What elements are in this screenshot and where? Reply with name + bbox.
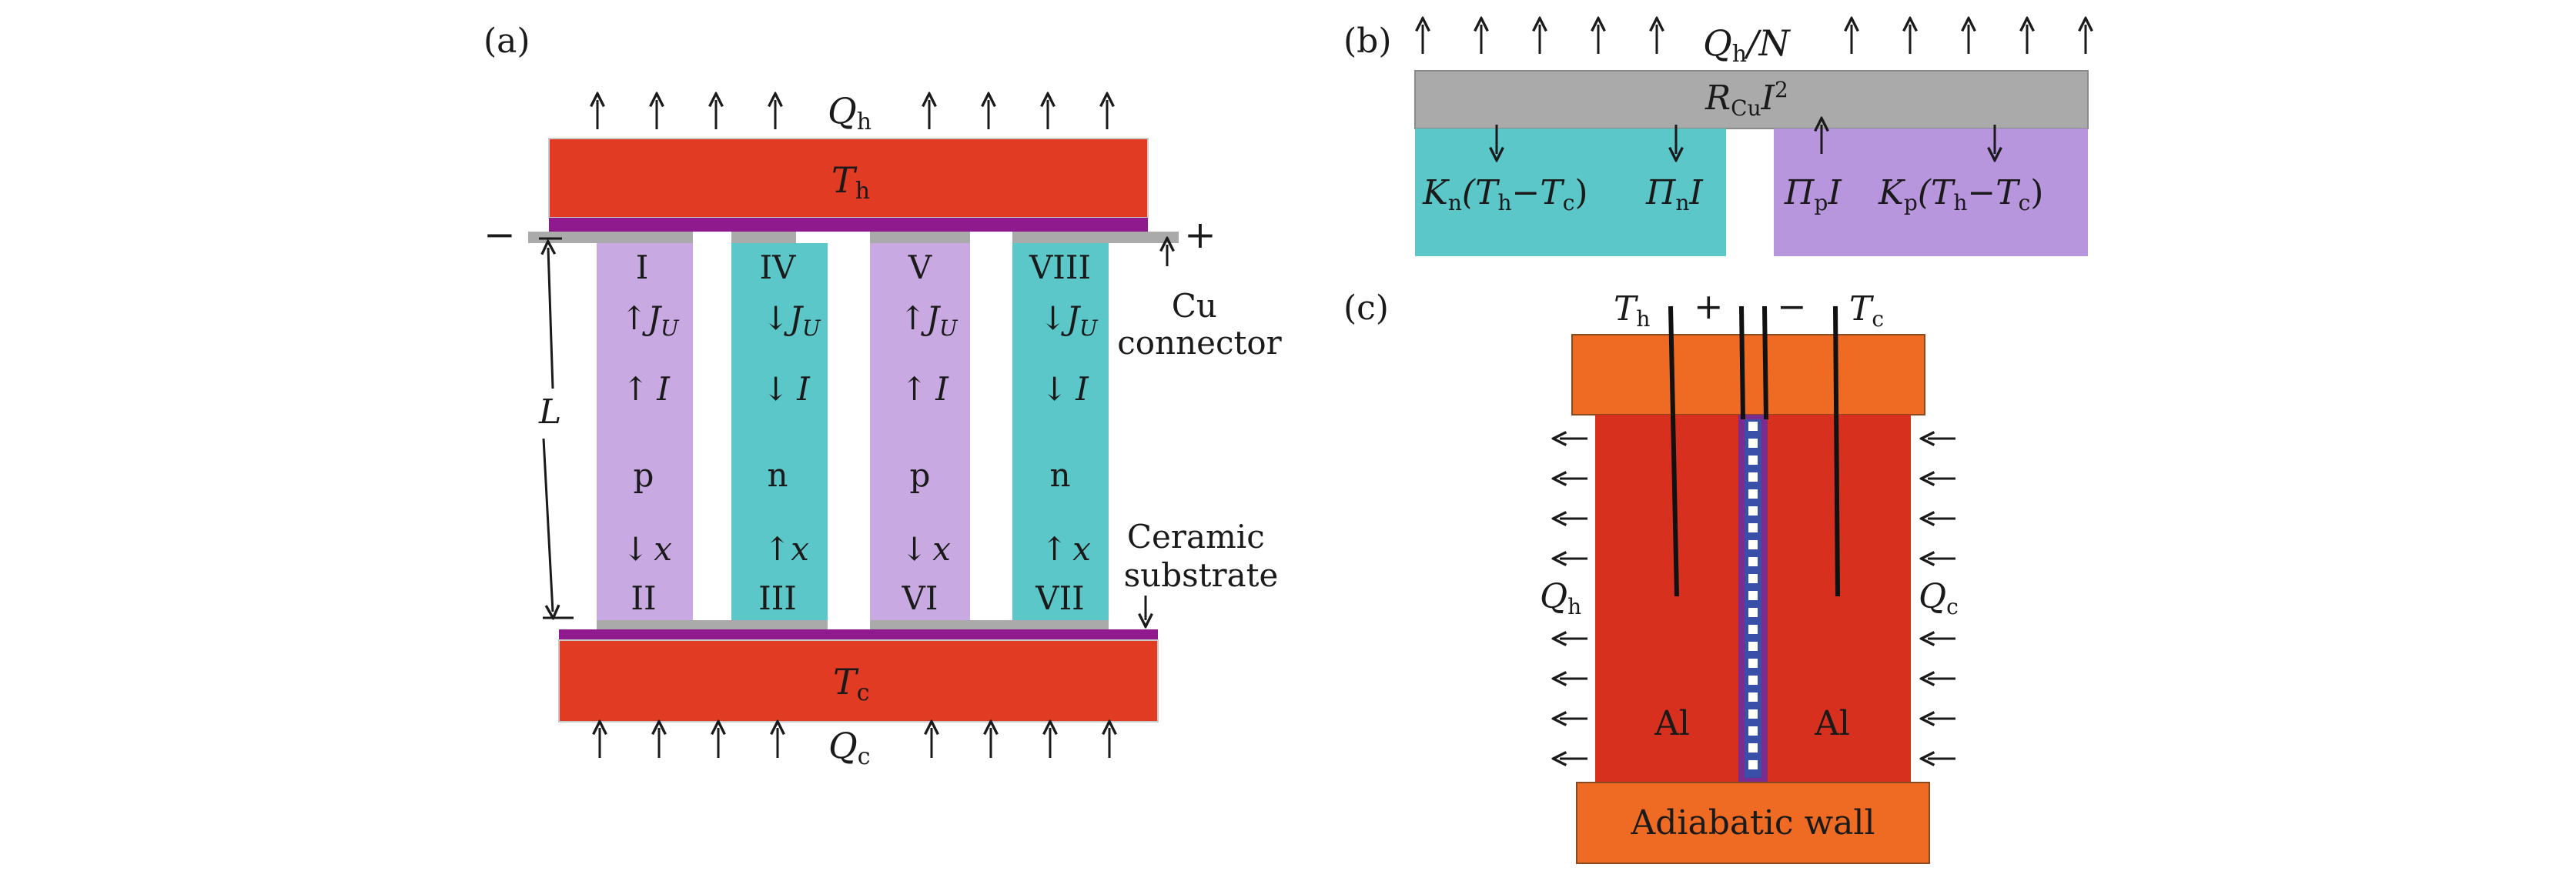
leg-3-type: p xyxy=(910,456,931,494)
ceramic-substrate-label: Ceramic substrate xyxy=(1124,518,1279,594)
cold-ceramic-plate xyxy=(558,639,1159,722)
aluminum-block-left xyxy=(1595,415,1738,783)
al-left-label: Al xyxy=(1654,704,1690,743)
q-hot-label: Qh xyxy=(828,90,871,135)
t-cold-label: Tc xyxy=(833,661,870,706)
panel-c-label: (c) xyxy=(1343,289,1389,328)
minus-lead-label: − xyxy=(1777,285,1807,327)
leg-1-top-label: I xyxy=(636,249,649,286)
leg-2-bottom-label: III xyxy=(758,579,797,617)
heat-arrows-right xyxy=(1928,439,1955,759)
leg-2-current: ↓I xyxy=(762,370,811,408)
panel-a-label: (a) xyxy=(483,22,530,61)
al-right-label: Al xyxy=(1814,704,1850,743)
heat-out-arrows-top xyxy=(597,100,1107,129)
panel-a: (a) Qh Th − + I ↑JU xyxy=(483,22,1283,770)
length-label: L xyxy=(538,392,561,432)
p-leg-block xyxy=(1774,128,2088,256)
n-conduction-label: Kn(Th−Tc) xyxy=(1422,173,1588,215)
p-conduction-label: Kp(Th−Tc) xyxy=(1878,173,2043,215)
leg-4-labels: VIII ↓JU ↓I n ↑x VII xyxy=(1029,249,1099,617)
leg-4-top-label: VIII xyxy=(1029,249,1091,286)
leg-3-labels: V ↑JU ↑I p ↓x VI xyxy=(899,249,958,617)
leg-1-type: p xyxy=(634,456,654,494)
leg-2-labels: IV ↓JU ↓I n ↑x III xyxy=(758,249,821,617)
leg-p-2 xyxy=(870,243,970,620)
t-hot-probe-label: Th xyxy=(1614,289,1650,332)
leg-2-x: ↑x xyxy=(764,530,809,568)
length-dimension xyxy=(539,237,574,618)
leg-2-ju: ↓JU xyxy=(762,299,821,341)
top-adiabatic-cap xyxy=(1571,334,1925,415)
q-per-n-label: Qh/N xyxy=(1703,22,1791,68)
t-hot-label: Th xyxy=(831,159,870,205)
leg-2-type: n xyxy=(767,456,788,494)
minus-terminal: − xyxy=(483,212,516,257)
panel-b-label: (b) xyxy=(1343,22,1392,61)
leg-4-type: n xyxy=(1049,456,1070,494)
plus-terminal: + xyxy=(1184,212,1216,257)
leg-1-ju: ↑JU xyxy=(621,299,680,341)
leg-4-x: ↑x xyxy=(1041,530,1091,568)
heat-arrows-left xyxy=(1560,439,1587,759)
leg-4-current: ↓I xyxy=(1041,370,1089,408)
leg-3-top-label: V xyxy=(908,249,932,286)
leg-1-bottom-label: II xyxy=(631,579,656,617)
leg-1-x: ↓x xyxy=(622,530,672,568)
n-peltier-label: ΠnI xyxy=(1645,173,1704,215)
hot-substrate-strip xyxy=(549,218,1148,232)
cu-connector-top-4 xyxy=(1012,232,1179,243)
q-hot-side-label: Qh xyxy=(1540,577,1581,619)
leg-2-top-label: IV xyxy=(760,249,797,286)
adiabatic-wall-label: Adiabatic wall xyxy=(1630,803,1875,843)
leg-4-bottom-label: VII xyxy=(1035,579,1085,617)
cu-connector-top-3 xyxy=(870,232,970,243)
plus-lead-label: + xyxy=(1694,285,1724,327)
leg-1-labels: I ↑JU ↑I p ↓x II xyxy=(621,249,680,617)
cu-connector-top-2 xyxy=(731,232,796,243)
hot-ceramic-plate xyxy=(548,138,1149,219)
t-cold-probe-label: Tc xyxy=(1849,289,1884,332)
leg-3-x: ↓x xyxy=(901,530,951,568)
aluminum-block-right xyxy=(1768,415,1911,783)
leg-3-current: ↑I xyxy=(901,370,949,408)
leg-n-1 xyxy=(731,243,828,620)
joule-heat-label: RCuI2 xyxy=(1705,77,1788,121)
panel-b: (b) Qh/N RCuI2 Kn(Th−Tc) ΠnI ΠpI Kp(Th xyxy=(1343,22,2088,256)
cu-connector-bottom-1 xyxy=(597,620,828,629)
leg-3-bottom-label: VI xyxy=(902,579,938,617)
cold-substrate-strip xyxy=(559,629,1158,640)
leg-4-ju: ↓JU xyxy=(1039,299,1099,341)
leg-n-2 xyxy=(1012,243,1109,620)
q-cold-side-label: Qc xyxy=(1919,577,1959,619)
leg-1-current: ↑I xyxy=(622,370,671,408)
thermocouple-wires xyxy=(1668,305,1840,597)
leg-3-ju: ↑JU xyxy=(899,299,958,341)
leg-p-1 xyxy=(597,243,693,620)
bottom-adiabatic-wall xyxy=(1576,782,1930,864)
panel-c: (c) Th + − Tc Al Al Adiabatic wall xyxy=(1343,285,1959,864)
copper-bar xyxy=(1414,70,2089,129)
cu-connector-top-1 xyxy=(528,232,693,243)
p-peltier-label: ΠpI xyxy=(1784,173,1842,215)
cu-connector-label: Cu connector xyxy=(1117,287,1282,362)
q-cold-label: Qc xyxy=(828,725,871,770)
heat-arrows-panel-b xyxy=(1423,25,2086,54)
cu-connector-bottom-2 xyxy=(870,620,1109,629)
heat-in-arrows-bottom xyxy=(600,728,1109,758)
panel-b-flux-arrows xyxy=(1497,125,1995,154)
